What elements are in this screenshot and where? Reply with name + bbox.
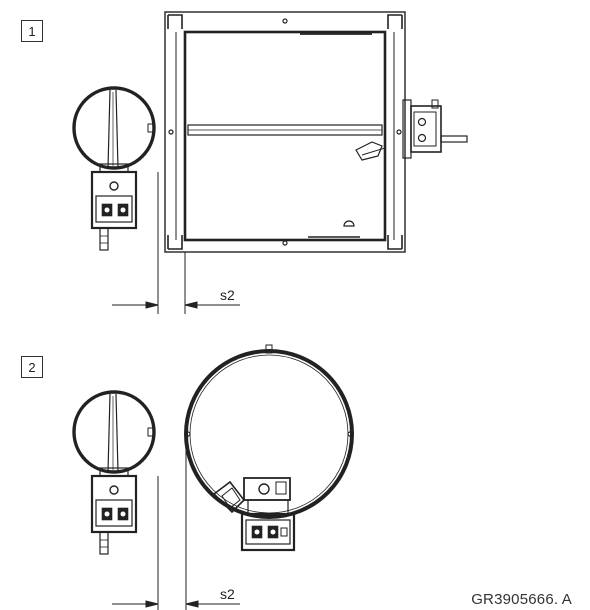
round-damper [184,344,354,552]
reference-code: GR3905666. A [471,591,572,608]
actuator-right [402,99,468,159]
step-1-number: 1 [28,23,36,39]
dimension-s2-1 [112,172,240,314]
round-sensor-2 [72,390,156,555]
dimension-label-s2-1: s2 [220,287,235,303]
dimension-label-s2-2: s2 [220,586,235,602]
square-damper [164,11,406,253]
step-2-marker: 2 [21,356,43,378]
round-sensor-1 [72,86,156,251]
dimension-s2-2 [112,436,240,610]
step-2-number: 2 [28,359,36,375]
step-1-marker: 1 [21,20,43,42]
